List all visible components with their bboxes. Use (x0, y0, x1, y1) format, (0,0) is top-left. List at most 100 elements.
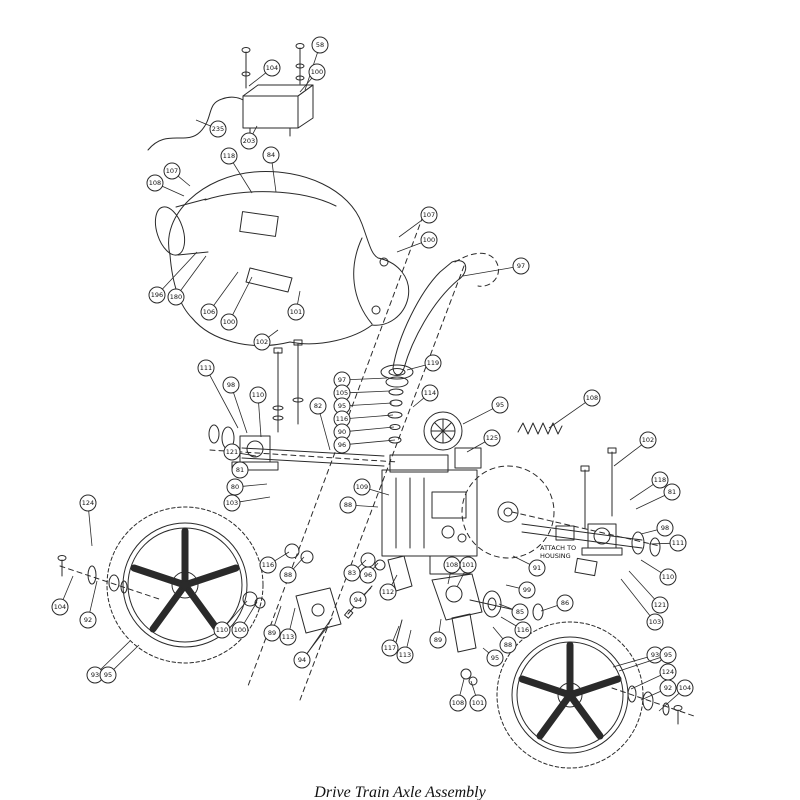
callout-balloon (449, 694, 467, 712)
callout-label: 100 (223, 318, 235, 326)
leader-line (540, 605, 558, 612)
callout-label: 103 (649, 618, 661, 626)
callout-84: 84 (262, 146, 280, 164)
callout-98: 98 (656, 519, 674, 537)
leader-line (396, 242, 422, 253)
callout-label: 94 (354, 596, 362, 604)
callout-label: 110 (216, 626, 228, 634)
callout-58: 58 (311, 36, 329, 54)
callout-88: 88 (339, 496, 357, 514)
callout-balloon (659, 679, 677, 697)
attach-note-line1: ATTACH TO (540, 544, 576, 552)
callout-balloon (651, 596, 669, 614)
callout-235: 235 (209, 120, 227, 138)
callout-label: 89 (268, 629, 276, 637)
leader-line (162, 185, 185, 197)
drive-belt (392, 252, 499, 376)
callout-110: 110 (249, 386, 267, 404)
leader-line (243, 601, 258, 624)
callout-116: 116 (514, 621, 532, 639)
leader-line (620, 578, 651, 616)
callout-balloon (528, 559, 546, 577)
callout-balloon (429, 631, 447, 649)
callout-label: 100 (423, 236, 435, 244)
callout-balloon (379, 583, 397, 601)
callout-108: 108 (583, 389, 601, 407)
callout-label: 92 (664, 684, 672, 692)
callout-85: 85 (511, 603, 529, 621)
callout-95: 95 (99, 666, 117, 684)
leader-line (412, 397, 425, 408)
callout-94: 94 (293, 651, 311, 669)
callout-97: 97 (333, 371, 351, 389)
callout-label: 180 (170, 293, 182, 301)
leader-line (628, 570, 655, 600)
callout-103: 103 (223, 494, 241, 512)
callout-balloon (146, 174, 164, 192)
callout-label: 94 (298, 656, 306, 664)
leader-line (613, 444, 642, 467)
callout-label: 99 (523, 586, 531, 594)
callout-balloon (231, 461, 249, 479)
leader-line (635, 495, 665, 510)
callout-label: 113 (282, 633, 294, 641)
callout-118: 118 (651, 471, 669, 489)
leader-line (349, 426, 395, 432)
leader-line (355, 505, 379, 508)
leader-line (258, 402, 262, 438)
callout-balloon (220, 147, 238, 165)
callout-balloon (353, 478, 371, 496)
callout-109: 109 (353, 478, 371, 496)
callout-label: 121 (226, 448, 238, 456)
callout-91: 91 (528, 559, 546, 577)
leader-line (306, 625, 329, 654)
callout-balloon (220, 313, 238, 331)
leader-line (274, 605, 282, 626)
callout-balloon (163, 162, 181, 180)
leader-line (297, 290, 301, 305)
callout-balloon (420, 231, 438, 249)
chain-sprocket (461, 465, 555, 559)
callout-balloon (259, 556, 277, 574)
callout-label: 84 (267, 151, 275, 159)
leader-line (456, 572, 465, 588)
callout-balloon (651, 471, 669, 489)
leader-line (232, 162, 253, 194)
top-mounting-bolts (241, 43, 305, 89)
callout-balloon (486, 649, 504, 667)
callout-label: 105 (336, 389, 348, 397)
callout-label: 235 (212, 125, 224, 133)
attach-note: ATTACH TO HOUSING (540, 544, 578, 560)
leader-line (392, 625, 400, 641)
leader-line (658, 693, 680, 712)
callout-label: 100 (234, 626, 246, 634)
callout-balloon (556, 594, 574, 612)
callout-balloon (518, 581, 536, 599)
callout-balloon (279, 566, 297, 584)
leader-line (233, 392, 248, 434)
callout-balloon (512, 257, 530, 275)
callout-108: 108 (443, 556, 461, 574)
leader-line (612, 656, 648, 668)
callout-88: 88 (499, 636, 517, 654)
callout-110: 110 (213, 621, 231, 639)
leader-line (293, 556, 305, 570)
callout-balloon (639, 431, 657, 449)
callout-89: 89 (429, 631, 447, 649)
left-wheel-spokes (130, 527, 240, 633)
callout-96: 96 (359, 566, 377, 584)
callout-116: 116 (259, 556, 277, 574)
callout-balloon (499, 636, 517, 654)
callout-96: 96 (333, 436, 351, 454)
callout-label: 93 (91, 671, 99, 679)
leader-line (357, 559, 367, 568)
callout-125: 125 (483, 429, 501, 447)
callout-balloon (491, 396, 509, 414)
callout-107: 107 (420, 206, 438, 224)
callout-label: 88 (504, 641, 512, 649)
leader-line (648, 542, 671, 545)
callout-81: 81 (231, 461, 249, 479)
right-wheel-hardware (627, 685, 683, 725)
leader-line (180, 255, 207, 291)
